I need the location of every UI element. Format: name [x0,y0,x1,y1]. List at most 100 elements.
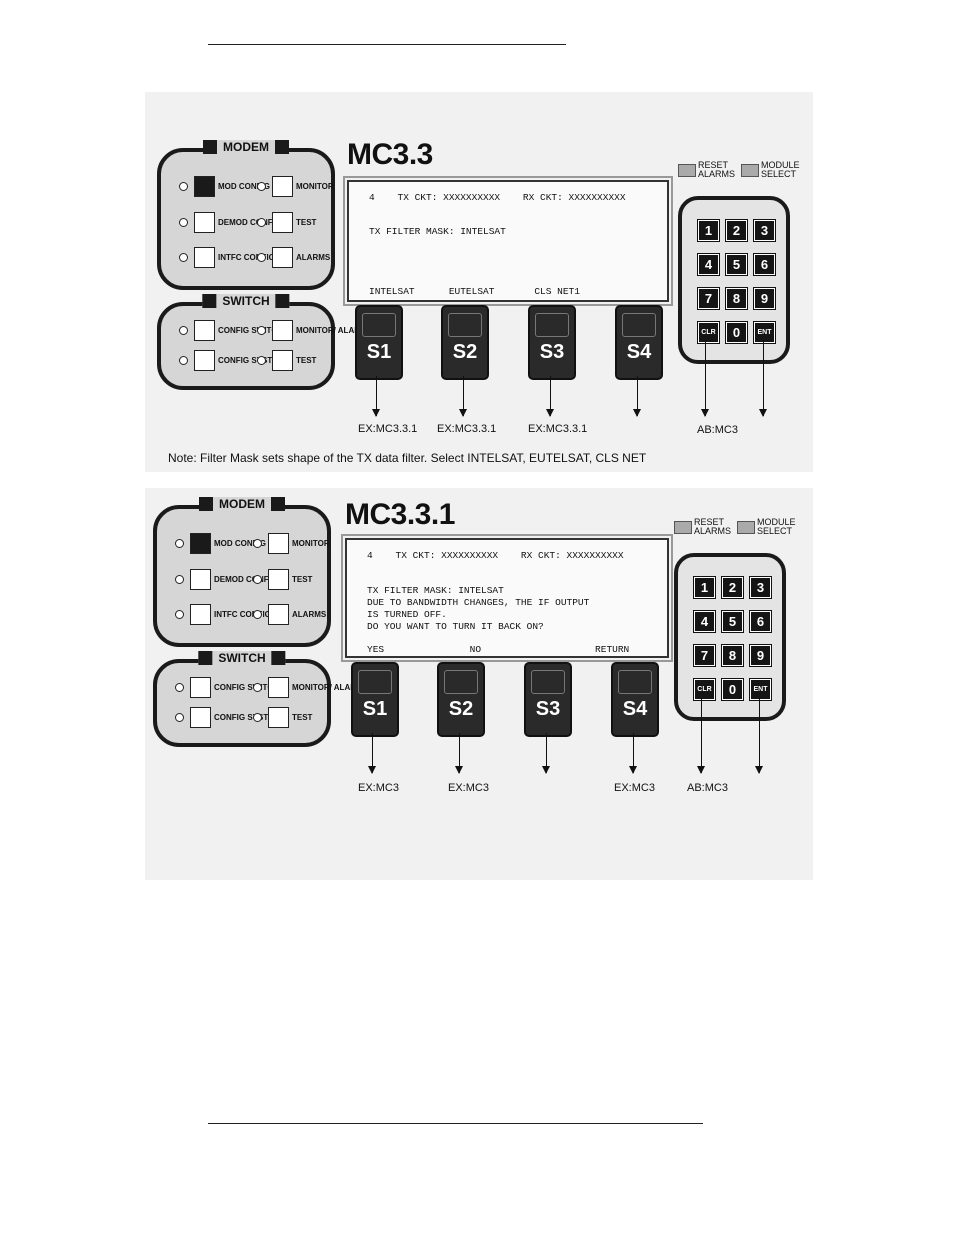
key-8[interactable]: 8 [721,644,744,667]
test-led [253,575,262,584]
config-system-led [179,356,188,365]
key-ent[interactable]: ENT [749,678,772,701]
demod-config-button[interactable]: DEMOD CONFIG [175,569,277,590]
key-clr[interactable]: CLR [693,678,716,701]
lcd-line: IS TURNED OFF. [367,609,447,620]
config-switch-button[interactable]: CONFIG SWITCH [175,677,279,698]
softkey-s1[interactable]: S1 [351,662,399,737]
monitor-led [253,539,262,548]
switch-test-button[interactable]: TEST [257,350,316,371]
mod-config-button[interactable]: MOD CONFIG [175,533,266,554]
softkey-s4[interactable]: S4 [615,305,663,380]
config-switch-button[interactable]: CONFIG SWITCH [179,320,283,341]
key-0[interactable]: 0 [721,678,744,701]
intfc-config-led [179,253,188,262]
module-select-indicator[interactable]: MODULE SELECT [741,161,801,179]
lcd-line: 4 TX CKT: XXXXXXXXXX RX CKT: XXXXXXXXXX [369,192,626,203]
modem-group: MODEM MOD CONFIG DEMOD CONFIG INTFC CONF… [153,497,331,647]
softkey-s2[interactable]: S2 [441,305,489,380]
key-1[interactable]: 1 [697,219,720,242]
switch-group: SWITCH CONFIG SWITCH CONFIG SYSTEM MONIT… [153,651,368,747]
intfc-config-button[interactable]: INTFC CONFIG [175,604,271,625]
reset-alarms-label: RESET ALARMS [694,517,732,536]
key-2[interactable]: 2 [721,576,744,599]
test-button[interactable]: TEST [253,569,312,590]
monitor-alarms-button[interactable]: MONITOR/ ALARMS [257,320,372,341]
monitor-alarms-button[interactable]: MONITOR/ ALARMS [253,677,368,698]
config-system-button[interactable]: CONFIG SYSTEM [175,707,281,728]
monitor-led [257,182,266,191]
s3-destination: EX:MC3.3.1 [528,423,588,435]
alarms-button[interactable]: ALARMS [253,604,326,625]
switch-test-led [253,713,262,722]
key-6[interactable]: 6 [753,253,776,276]
monitor-alarms-label: MONITOR/ ALARMS [292,682,368,692]
key-3[interactable]: 3 [749,576,772,599]
demod-config-button[interactable]: DEMOD CONFIG [179,212,281,233]
key-clr[interactable]: CLR [697,321,720,344]
key-9[interactable]: 9 [749,644,772,667]
test-led [257,218,266,227]
mod-config-label: MOD CONFIG [218,181,270,191]
monitor-alarms-key [268,677,289,698]
reset-alarms-indicator[interactable]: RESET ALARMS [678,161,738,179]
alarms-led [257,253,266,262]
key-6[interactable]: 6 [749,610,772,633]
demod-config-led [175,575,184,584]
softkey-s1-label: S1 [366,341,392,363]
arrow-s1 [372,376,380,417]
arrow-s3 [546,376,554,417]
key-ent[interactable]: ENT [753,321,776,344]
mod-config-led [179,182,188,191]
key-0[interactable]: 0 [725,321,748,344]
arrow-s4 [633,376,641,417]
softkey-s4-label: S4 [622,698,648,720]
intfc-config-button[interactable]: INTFC CONFIG [179,247,275,268]
alarms-key [272,247,293,268]
top-rule [208,44,566,45]
intfc-config-led [175,610,184,619]
key-9[interactable]: 9 [753,287,776,310]
softkey-s4[interactable]: S4 [611,662,659,737]
modem-group: MODEM MOD CONFIG DEMOD CONFIG INTFC CONF… [157,140,335,290]
key-8[interactable]: 8 [725,287,748,310]
switch-test-key [268,707,289,728]
config-switch-led [179,326,188,335]
intfc-config-label: INTFC CONFIG [218,252,275,262]
softkey-s3[interactable]: S3 [528,305,576,380]
mod-config-button[interactable]: MOD CONFIG [179,176,270,197]
key-5[interactable]: 5 [725,253,748,276]
mod-config-key [194,176,215,197]
key-7[interactable]: 7 [693,644,716,667]
softkey-s1[interactable]: S1 [355,305,403,380]
softkey-s3[interactable]: S3 [524,662,572,737]
module-select-label: MODULE SELECT [757,517,796,536]
key-1[interactable]: 1 [693,576,716,599]
demod-config-led [179,218,188,227]
config-system-label: CONFIG SYSTEM [214,712,281,722]
softkey-s2[interactable]: S2 [437,662,485,737]
key-7[interactable]: 7 [697,287,720,310]
switch-test-button[interactable]: TEST [253,707,312,728]
module-select-indicator[interactable]: MODULE SELECT [737,518,797,536]
key-4[interactable]: 4 [697,253,720,276]
screen-title: MC3.3.1 [345,498,455,531]
intfc-config-key [190,604,211,625]
reset-alarms-swatch [674,520,692,534]
softkey-s2-label: S2 [452,341,478,363]
config-system-button[interactable]: CONFIG SYSTEM [179,350,284,371]
monitor-alarms-led [253,683,262,692]
alarms-button[interactable]: ALARMS [257,247,330,268]
key-2[interactable]: 2 [725,219,748,242]
softkey-s2-label: S2 [448,698,474,720]
test-button[interactable]: TEST [257,212,316,233]
monitor-button[interactable]: MONITOR [257,176,334,197]
switch-test-label: TEST [296,355,317,365]
key-3[interactable]: 3 [753,219,776,242]
s1-destination: EX:MC3 [358,782,399,794]
key-4[interactable]: 4 [693,610,716,633]
key-5[interactable]: 5 [721,610,744,633]
monitor-button[interactable]: MONITOR [253,533,330,554]
reset-alarms-indicator[interactable]: RESET ALARMS [674,518,734,536]
config-system-key [190,707,211,728]
